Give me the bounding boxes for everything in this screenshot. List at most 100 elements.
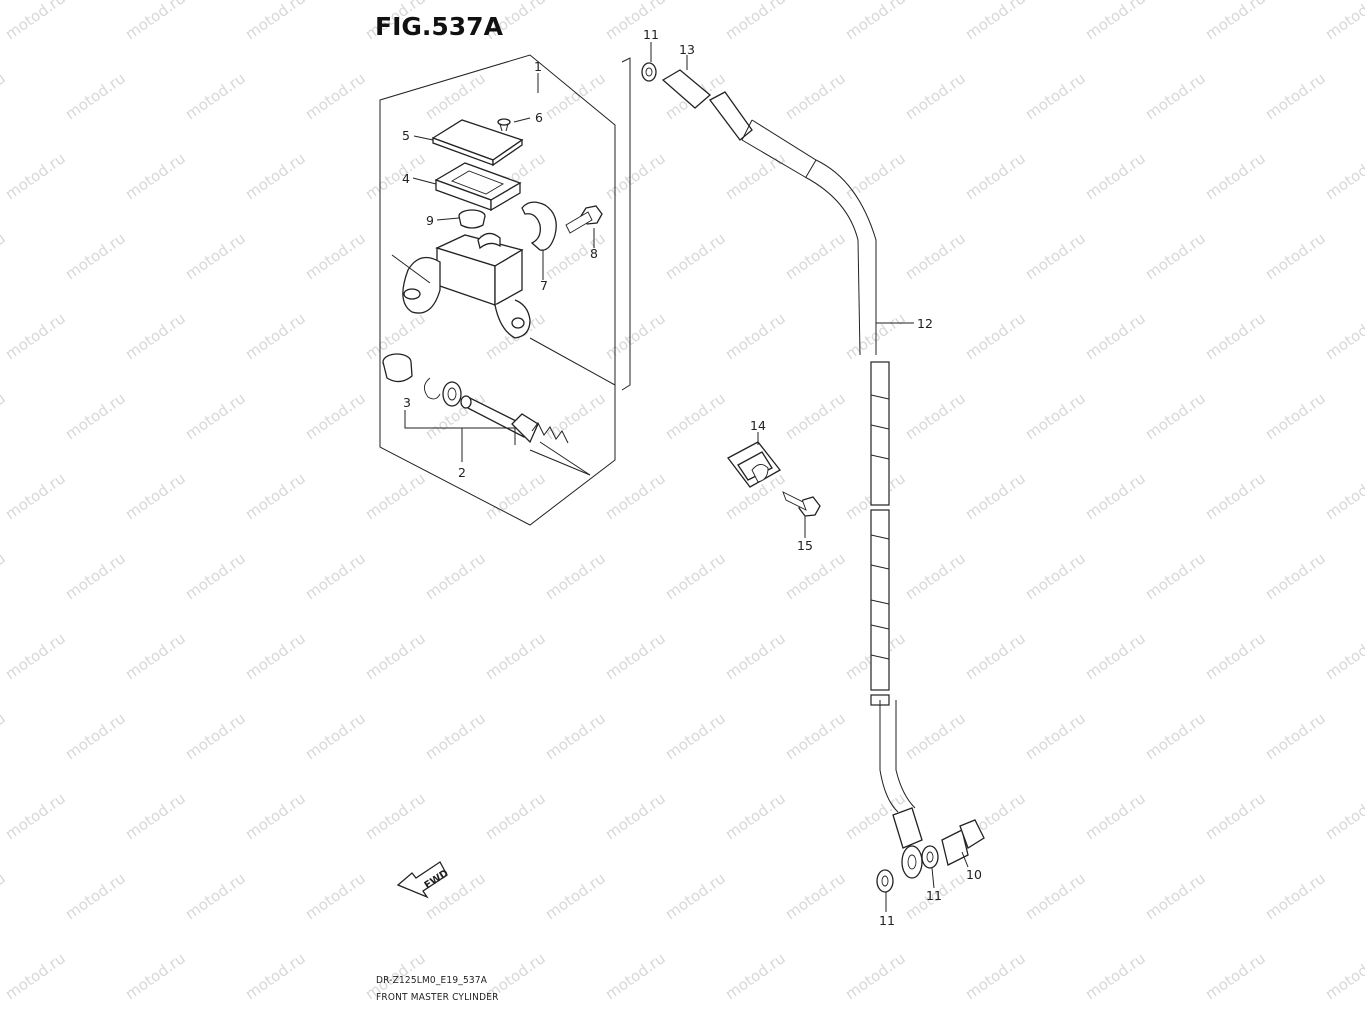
watermark-text: motod.ru	[1202, 0, 1269, 43]
watermark-text: motod.ru	[182, 869, 249, 923]
watermark-text: motod.ru	[1262, 389, 1329, 443]
watermark-text: motod.ru	[2, 0, 69, 43]
hose-band	[870, 534, 890, 540]
callout-9: 9	[426, 213, 434, 228]
hose-band	[870, 394, 890, 400]
watermark-text: motod.ru	[1082, 309, 1149, 363]
brake-hose	[641, 62, 985, 893]
watermark-text: motod.ru	[602, 789, 669, 843]
master-cylinder-assembly	[379, 54, 631, 526]
callout-15: 15	[797, 538, 813, 553]
watermark-text: motod.ru	[722, 149, 789, 203]
watermark-text: motod.ru	[362, 629, 429, 683]
hose-band	[870, 599, 890, 605]
watermark-text: motod.ru	[122, 629, 189, 683]
watermark-text: motod.ru	[302, 869, 369, 923]
callout-14: 14	[750, 418, 766, 433]
watermark-text: motod.ru	[1262, 229, 1329, 283]
watermark-text: motod.ru	[722, 789, 789, 843]
watermark-text: motod.ru	[482, 789, 549, 843]
watermark-text: motod.ru	[122, 949, 189, 1003]
watermark-text: motod.ru	[542, 709, 609, 763]
watermark-text: motod.ru	[1082, 149, 1149, 203]
watermark-text: motod.ru	[1262, 709, 1329, 763]
watermark-text: motod.ru	[302, 229, 369, 283]
watermark-text: motod.ru	[62, 549, 129, 603]
watermark-text: motod.ru	[1322, 469, 1365, 523]
watermark-text: motod.ru	[662, 229, 729, 283]
watermark-text: motod.ru	[782, 69, 849, 123]
watermark-text: motod.ru	[722, 309, 789, 363]
watermark-text: motod.ru	[602, 469, 669, 523]
callout-5: 5	[402, 128, 410, 143]
watermark-text: motod.ru	[782, 869, 849, 923]
watermark-text: motod.ru	[1202, 469, 1269, 523]
watermark-text: motod.ru	[362, 469, 429, 523]
circlip	[424, 377, 441, 400]
watermark-text: motod.ru	[962, 629, 1029, 683]
watermark-text: motod.ru	[1142, 389, 1209, 443]
watermark-text: motod.ru	[1022, 549, 1089, 603]
callout-13: 13	[679, 42, 695, 57]
watermark-text: motod.ru	[1082, 469, 1149, 523]
watermark-text: motod.ru	[242, 309, 309, 363]
callout-11-right: 11	[926, 888, 942, 903]
union-bolt	[661, 69, 712, 109]
watermark-text: motod.ru	[722, 949, 789, 1003]
watermark-text: motod.ru	[722, 629, 789, 683]
callout-1: 1	[534, 59, 542, 74]
watermark-text: motod.ru	[302, 69, 369, 123]
watermark-text: motod.ru	[602, 629, 669, 683]
clamp-bolt	[565, 205, 603, 234]
callouts: 1 2 3 4 5 6 7 8 9 10 11 11 11 12 13 14 1…	[402, 27, 982, 928]
watermark-text: motod.ru	[1322, 149, 1365, 203]
watermark-text: motod.ru	[602, 309, 669, 363]
watermark-text: motod.ru	[842, 309, 909, 363]
watermark-text: motod.ru	[1142, 69, 1209, 123]
callout-8: 8	[590, 246, 598, 261]
callout-2: 2	[458, 465, 466, 480]
watermark-text: motod.ru	[122, 309, 189, 363]
watermark-text: motod.ru	[902, 389, 969, 443]
watermark-text: motod.ru	[2, 949, 69, 1003]
watermark-text: motod.ru	[542, 549, 609, 603]
watermark-text: motod.ru	[482, 629, 549, 683]
master-cylinder-body	[402, 232, 531, 339]
seal-washer	[442, 381, 462, 407]
watermark-text: motod.ru	[122, 149, 189, 203]
piston-cup	[382, 353, 413, 383]
callout-10: 10	[966, 867, 982, 882]
leader	[529, 449, 591, 476]
watermark-text: motod.ru	[1202, 789, 1269, 843]
watermark-text: motod.ru	[962, 949, 1029, 1003]
clamp-bolt-15	[782, 491, 821, 517]
reservoir-boot	[458, 209, 486, 229]
watermark-text: motod.ru	[242, 629, 309, 683]
watermark-text: motod.ru	[962, 0, 1029, 43]
hose-segment	[870, 361, 890, 506]
watermark-text: motod.ru	[1322, 629, 1365, 683]
assembly-bracket	[621, 57, 631, 391]
watermark-text: motod.ru	[662, 869, 729, 923]
watermark-text: motod.ru	[2, 789, 69, 843]
watermark-text: motod.ru	[962, 469, 1029, 523]
handlebar-clamp	[521, 201, 557, 251]
watermark-text: motod.ru	[362, 149, 429, 203]
watermark-text: motod.ru	[782, 549, 849, 603]
watermark-text: motod.ru	[1202, 309, 1269, 363]
watermark-text: motod.ru	[1022, 229, 1089, 283]
watermark-text: motod.ru	[242, 789, 309, 843]
watermark-text: motod.ru	[1022, 869, 1089, 923]
watermark-text: motod.ru	[182, 389, 249, 443]
watermark-text: motod.ru	[662, 549, 729, 603]
callout-3: 3	[403, 395, 411, 410]
watermark-text: motod.ru	[902, 229, 969, 283]
watermark-text: motod.ru	[1262, 549, 1329, 603]
hose-segments	[870, 361, 890, 706]
watermark-text: motod.ru	[62, 389, 129, 443]
watermark-text: motod.ru	[0, 389, 9, 443]
reservoir-cap	[431, 119, 524, 167]
callout-6: 6	[535, 110, 543, 125]
